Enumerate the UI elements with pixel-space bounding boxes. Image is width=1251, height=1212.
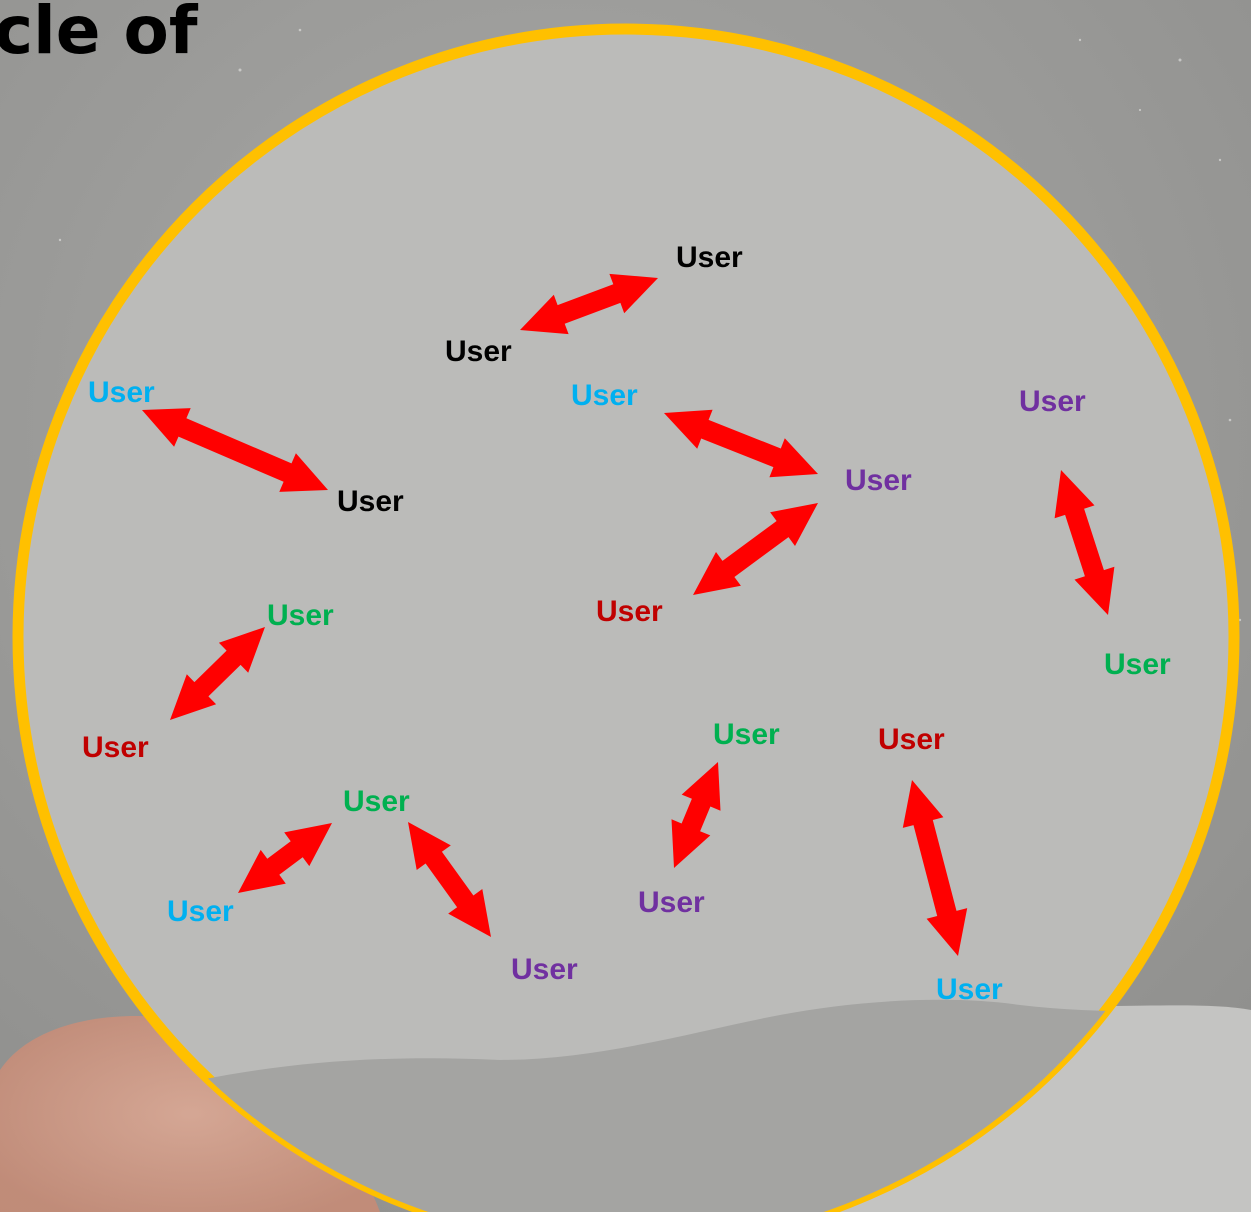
connection-arrow-1 [520,273,658,335]
tent-shape [0,1016,380,1212]
slide-title: cle of [0,0,198,69]
user-node-10: User [1104,648,1171,681]
user-node-17: User [511,953,578,986]
user-circle [12,23,1240,1212]
user-node-18: User [936,973,1003,1006]
user-node-9: User [267,599,334,632]
connection-arrow-7 [238,823,332,893]
user-node-11: User [82,731,149,764]
connection-arrow-10 [902,780,968,956]
connection-arrow-2 [142,408,328,492]
user-node-15: User [167,895,234,928]
user-node-3: User [88,376,155,409]
user-node-14: User [343,785,410,818]
connection-arrow-8 [408,822,491,937]
arrow-layer [142,273,1115,956]
user-node-16: User [638,886,705,919]
connection-arrow-5 [1054,470,1115,615]
user-node-8: User [596,595,663,628]
user-node-4: User [337,485,404,518]
user-node-13: User [878,723,945,756]
connection-arrow-9 [671,762,721,868]
user-node-2: User [445,335,512,368]
user-node-5: User [571,379,638,412]
connection-arrow-3 [664,409,818,478]
connection-arrow-4 [693,503,818,595]
connection-arrow-6 [170,627,265,720]
user-node-12: User [713,718,780,751]
user-node-7: User [1019,385,1086,418]
user-node-1: User [676,241,743,274]
user-node-6: User [845,464,912,497]
